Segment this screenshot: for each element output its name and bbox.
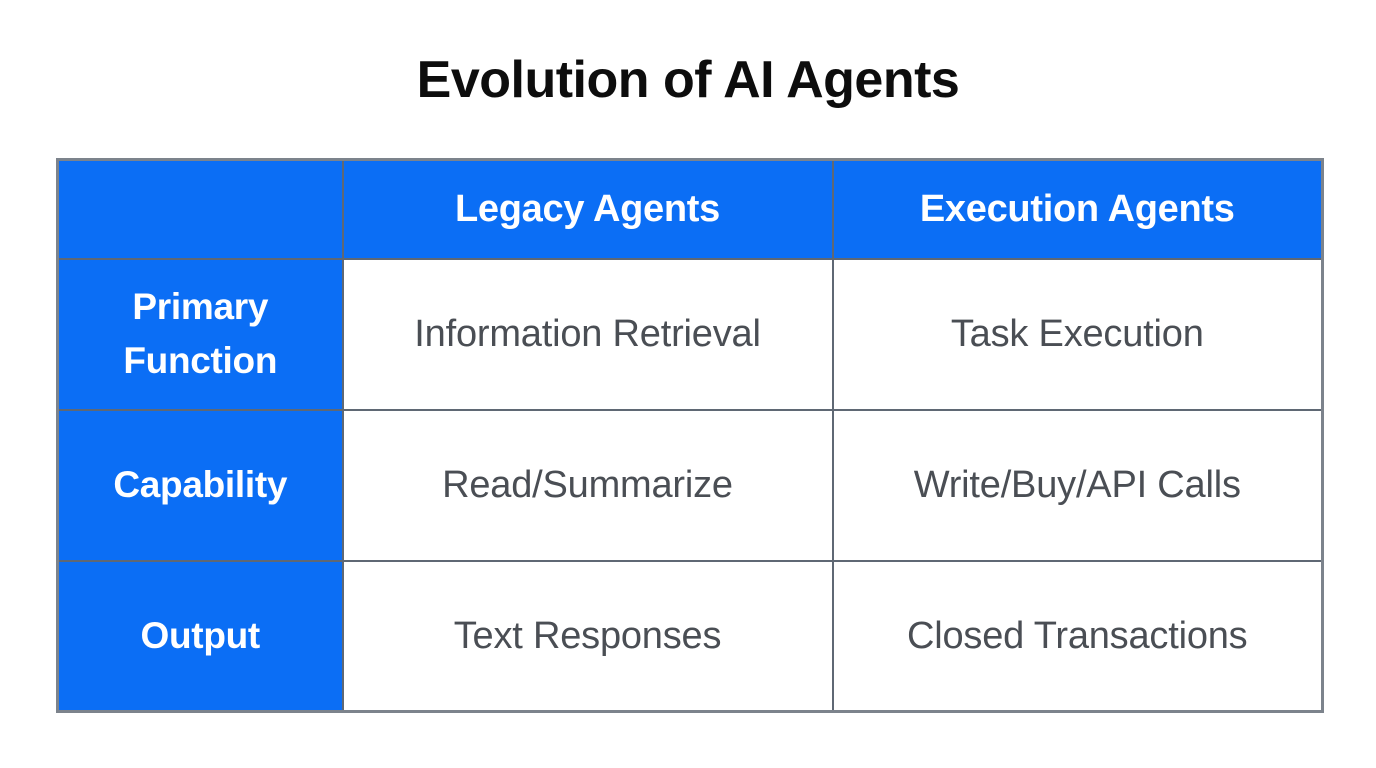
comparison-table-container: Legacy Agents Execution Agents Primary F… [56, 158, 1324, 713]
row-label-primary-function: Primary Function [56, 257, 344, 411]
row-label-line: Output [140, 614, 261, 656]
cell-output-legacy: Text Responses [341, 559, 834, 713]
cell-primary-function-legacy: Information Retrieval [341, 257, 834, 411]
row-label-line: Primary [132, 286, 269, 327]
column-header-execution-agents: Execution Agents [831, 158, 1324, 260]
cell-capability-execution: Write/Buy/API Calls [831, 408, 1324, 562]
cell-output-execution: Closed Transactions [831, 559, 1324, 713]
table-row: Output Text Responses Closed Transaction… [56, 559, 1324, 713]
row-label-output: Output [56, 559, 344, 713]
cell-capability-legacy: Read/Summarize [341, 408, 834, 562]
comparison-table: Legacy Agents Execution Agents Primary F… [56, 158, 1324, 713]
table-row: Capability Read/Summarize Write/Buy/API … [56, 408, 1324, 562]
table-header-row: Legacy Agents Execution Agents [56, 158, 1324, 260]
row-label-capability: Capability [56, 408, 344, 562]
cell-primary-function-execution: Task Execution [831, 257, 1324, 411]
row-label-line: Function [123, 340, 278, 381]
table-corner-cell [56, 158, 344, 260]
page-title: Evolution of AI Agents [416, 51, 960, 109]
column-header-legacy-agents: Legacy Agents [341, 158, 834, 260]
row-label-line: Capability [113, 464, 288, 505]
table-row: Primary Function Information Retrieval T… [56, 257, 1324, 411]
